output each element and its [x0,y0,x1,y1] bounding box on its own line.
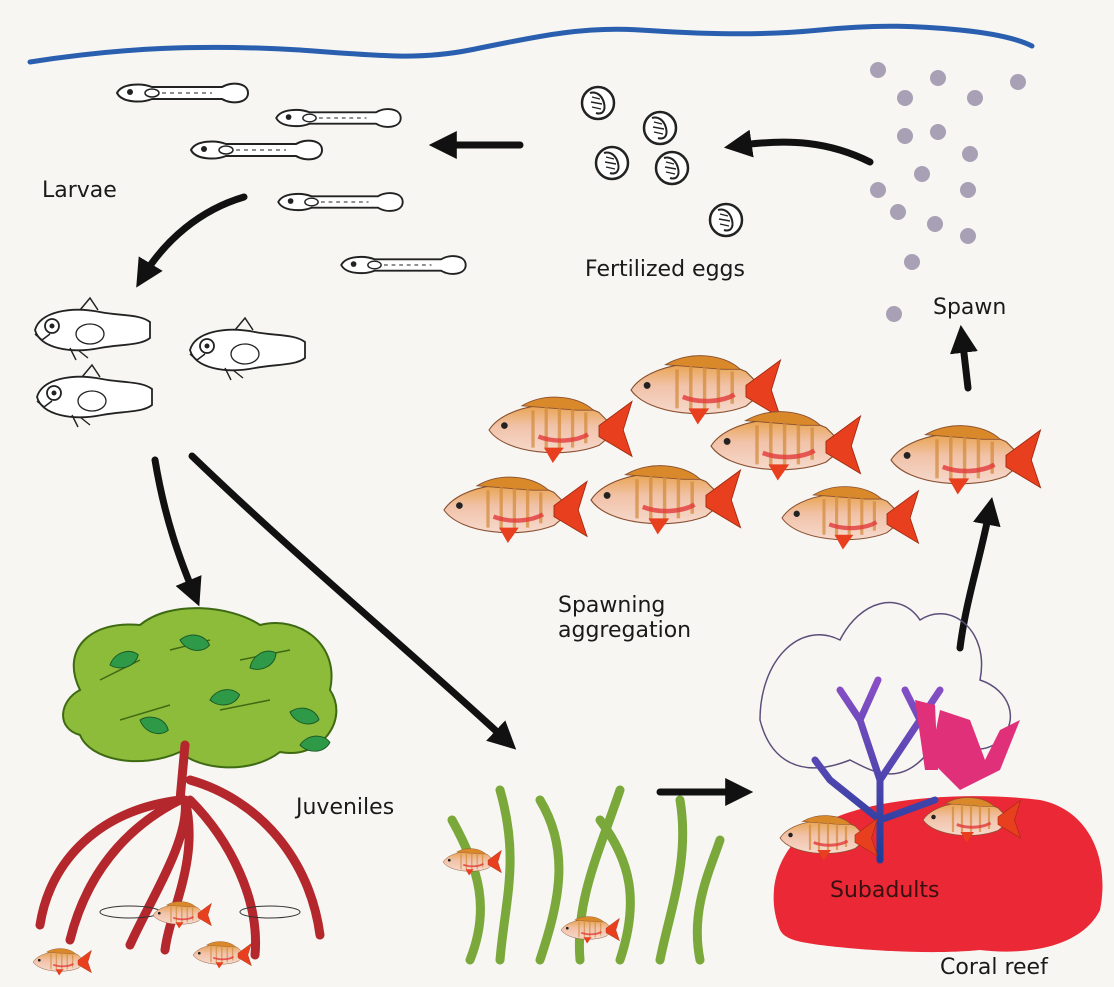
water-surface-line [30,26,1032,62]
label-spawning-aggregation-line2: aggregation [558,618,691,643]
label-subadults: Subadults [830,878,939,903]
label-larvae: Larvae [42,178,117,203]
spawn-dots [870,62,1026,322]
arrow-larvae-to-postlarvae [142,197,244,278]
post-larva-group [35,298,305,427]
label-juveniles: Juveniles [296,795,394,820]
arrow-spawn-to-eggs [735,142,870,162]
label-spawn: Spawn [933,295,1006,320]
arrow-reef-to-aggregation [960,508,990,648]
spawning-aggregation-fish [444,356,1041,550]
arrow-aggregation-to-spawn [962,336,968,388]
label-fertilized-eggs: Fertilized eggs [585,257,745,282]
label-spawning-aggregation-line1: Spawning [558,593,691,618]
arrow-to-mangrove [155,460,195,596]
label-coral-reef: Coral reef [940,955,1048,980]
label-spawning-aggregation: Spawning aggregation [558,593,691,644]
fertilized-eggs [582,87,742,236]
